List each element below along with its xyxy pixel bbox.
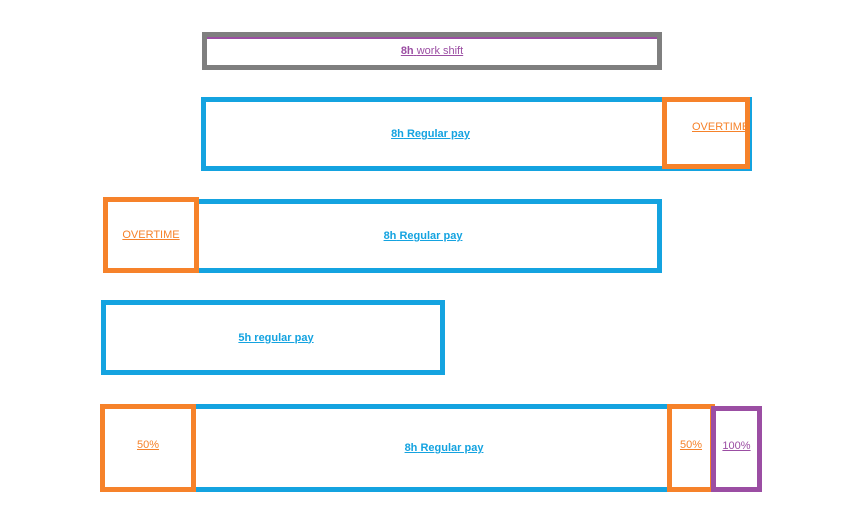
row4-regular-pay-box: 8h Regular pay [190,404,672,492]
row4-regular-pay-label: 8h Regular pay [405,442,484,454]
row4-right-overtime-box: 50% [667,404,715,492]
row4-left-overtime-box: 50% [100,404,196,492]
row4-regular-text: Regular pay [420,442,484,454]
row4-regular-hours: 8h [404,442,418,454]
row1-overtime-label: OVERTIME [692,121,750,133]
row1-regular-text: Regular pay [406,128,470,140]
work-shift-hours: 8h [400,45,414,57]
row4-double-time-box: 100% [711,406,762,492]
row4-double-pct-label: 100% [722,440,751,452]
row2-regular-hours: 8h [383,230,397,242]
row2-overtime-box: OVERTIME [103,197,199,273]
row3-regular-pay-label: 5h regular pay [238,331,314,344]
row4-right-pct-label: 50% [679,439,703,451]
row1-regular-pay-label: 8h Regular pay [391,128,470,140]
row2-regular-text: Regular pay [399,230,463,242]
work-shift-text: work shift [416,45,464,57]
row2-overtime-label: OVERTIME [122,229,180,241]
shift-top-line [207,37,657,39]
row4-left-pct-label: 50% [136,439,160,451]
row1-regular-pay-box: 8h Regular pay [201,97,752,171]
work-shift-box: 8h work shift [202,32,662,70]
work-shift-label: 8h work shift [401,45,463,57]
row3-regular-pay-box: 5h regular pay [101,300,445,375]
row2-regular-pay-label: 8h Regular pay [384,230,463,242]
row1-regular-hours: 8h [391,128,404,140]
row1-overtime-box: OVERTIME [662,97,750,169]
